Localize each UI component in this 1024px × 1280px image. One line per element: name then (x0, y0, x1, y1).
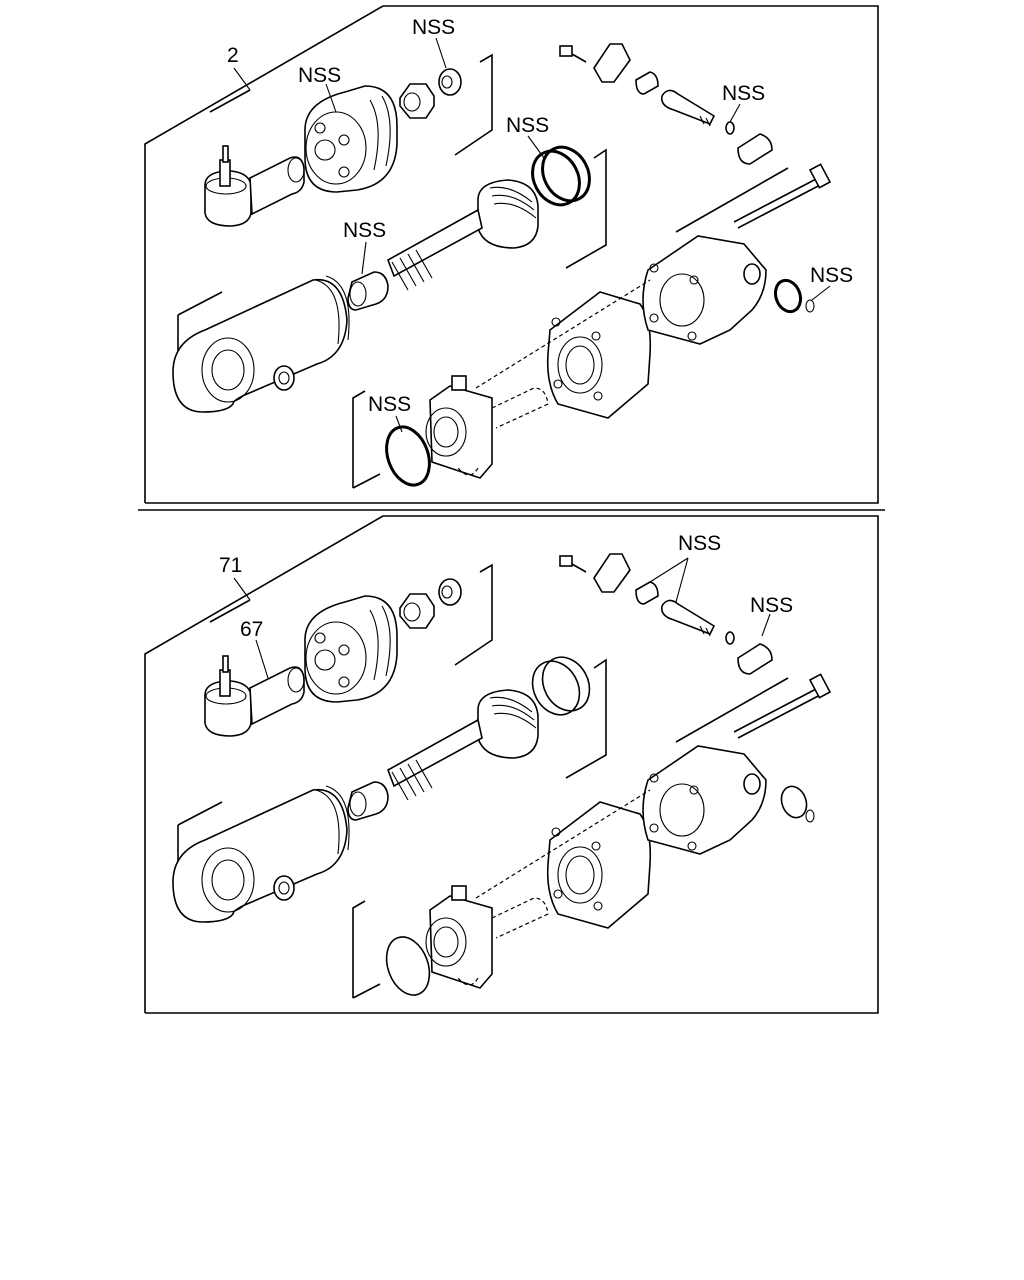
callout-nss-bushing2: NSS (750, 594, 793, 617)
callout-nss-bushing: NSS (343, 219, 386, 242)
callout-nss-housing-oring: NSS (810, 264, 853, 287)
lower-panel: 71 67 NSS NSS (144, 515, 879, 1014)
assembly-ref-71: 71 (219, 554, 242, 577)
callout-nss-cap-oring: NSS (368, 393, 411, 416)
callout-nss-ring: NSS (506, 114, 549, 137)
upper-panel: 2 NSS NSS NSS NSS NSS NSS NSS (144, 5, 879, 504)
callout-nss-valve-pair: NSS (678, 532, 721, 555)
callout-nss-piston: NSS (298, 64, 341, 87)
callout-ref-67: 67 (240, 618, 263, 641)
callout-nss-valve-oring: NSS (722, 82, 765, 105)
callout-nss-seal: NSS (412, 16, 455, 39)
assembly-ref-2: 2 (227, 44, 239, 67)
